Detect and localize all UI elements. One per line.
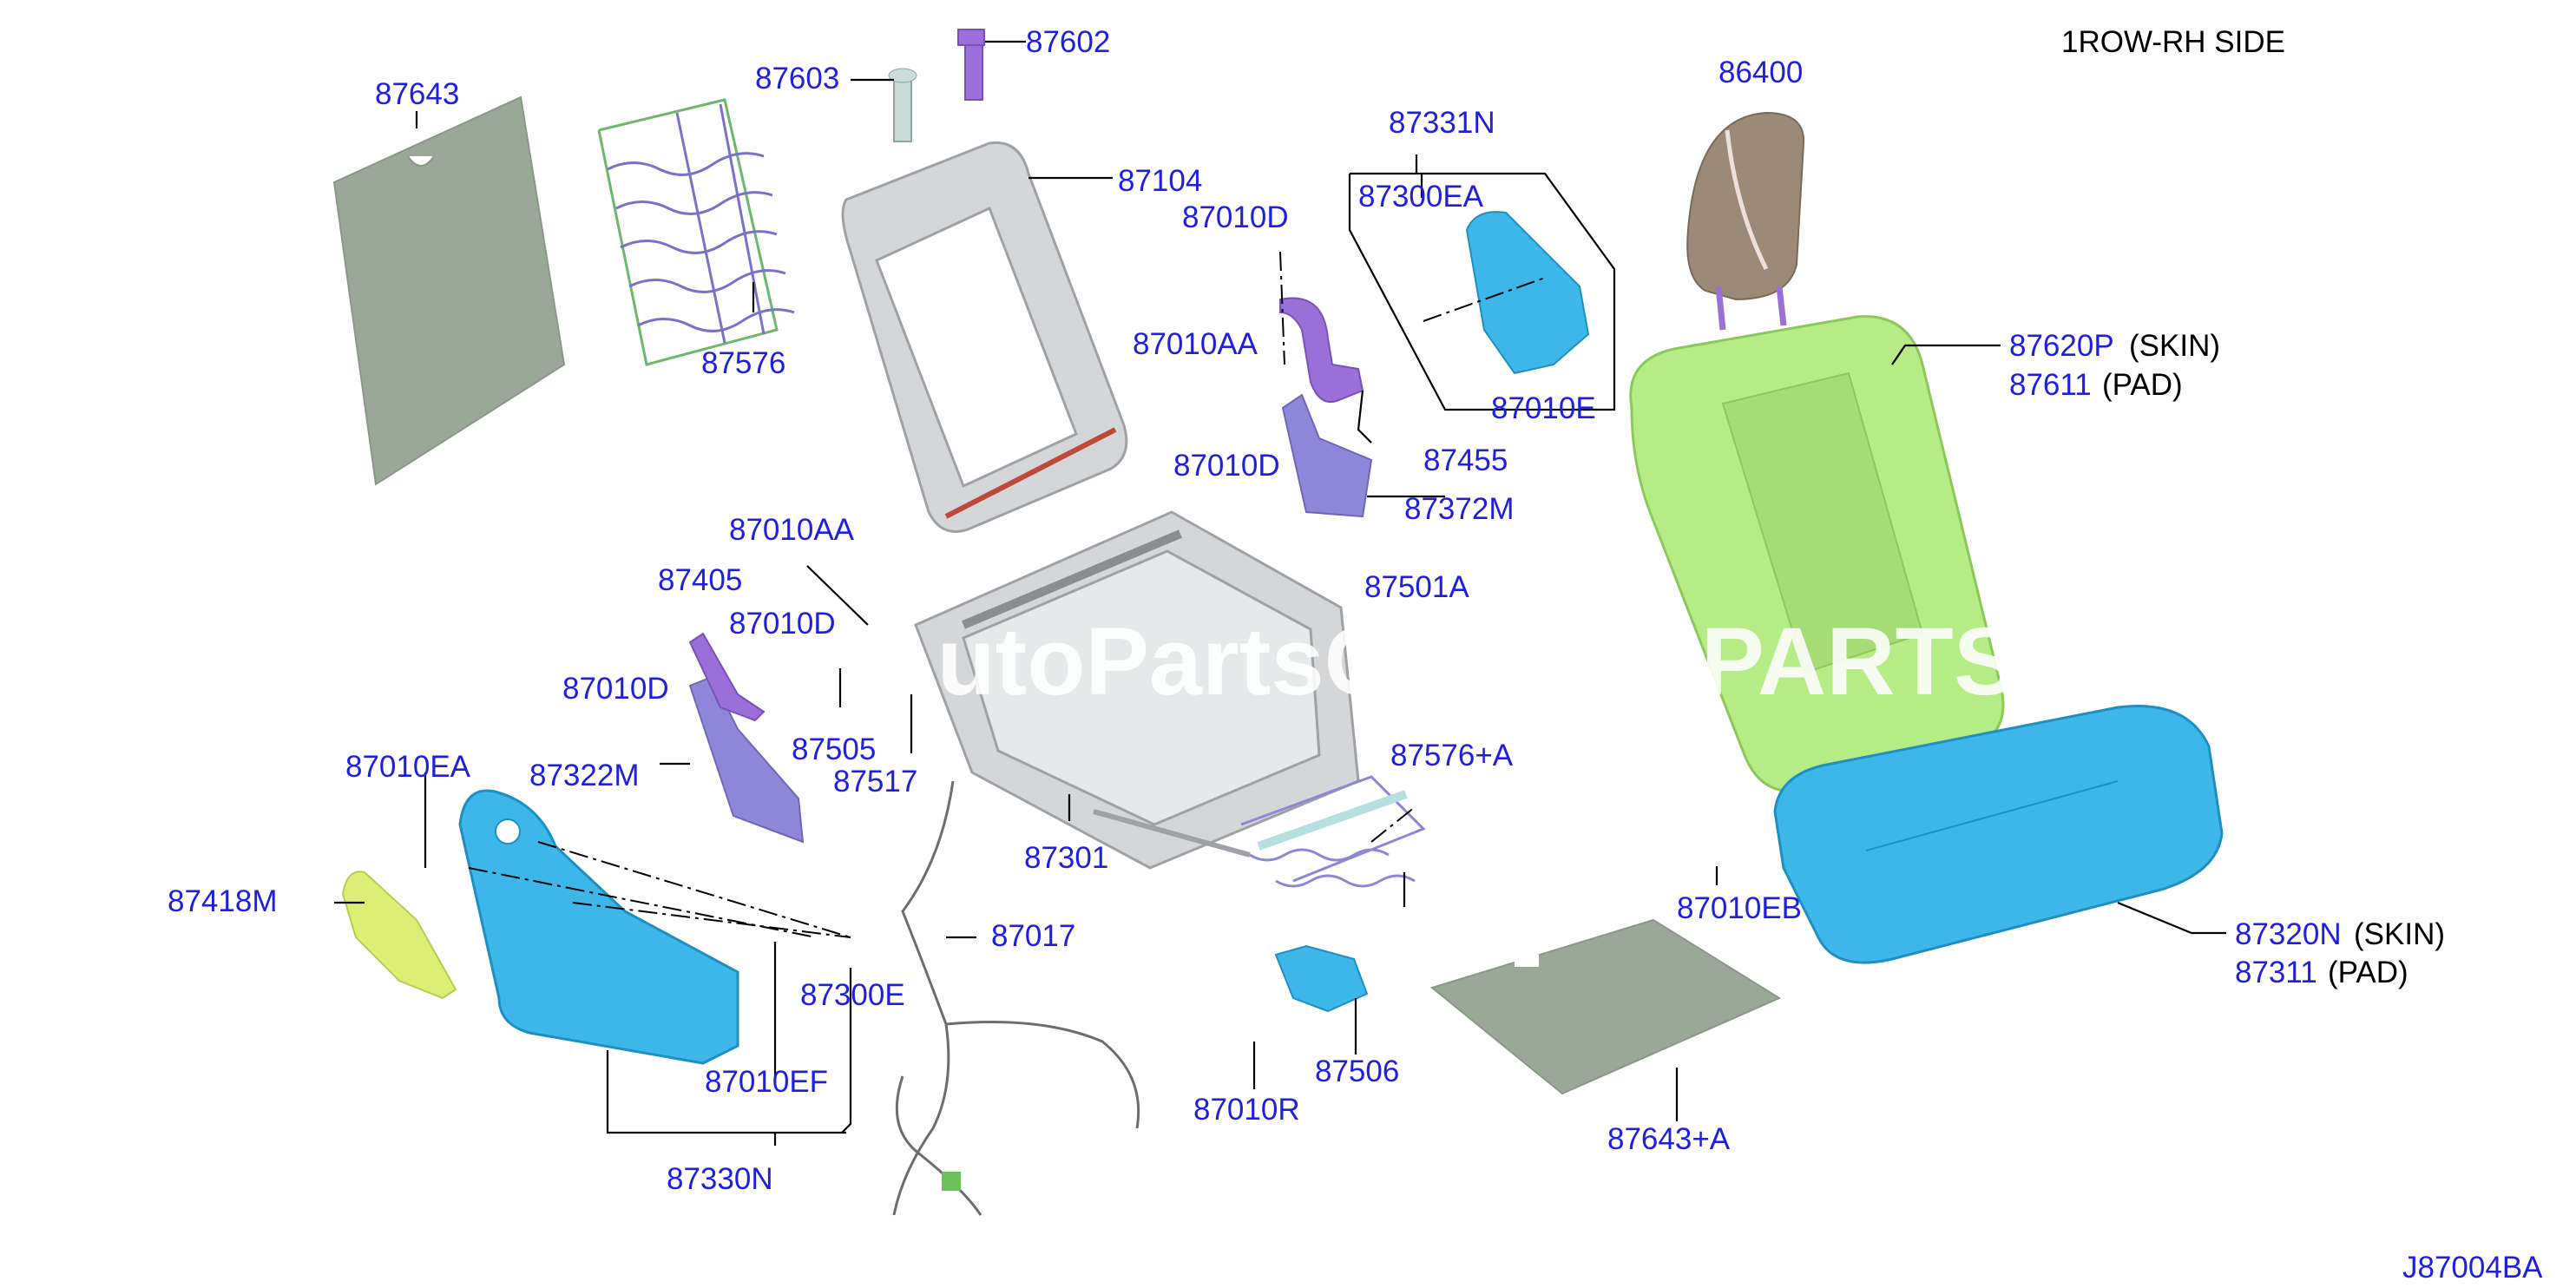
callout-87372M[interactable]: 87372M [1404, 492, 1514, 526]
headrest-guide-87602 [957, 29, 985, 101]
callout-87611-pad[interactable]: 87611 (PAD) [2009, 368, 2183, 402]
callout-87505[interactable]: 87505 [792, 733, 876, 766]
callout-86400[interactable]: 86400 [1718, 56, 1803, 89]
bracket-87455 [1279, 297, 1364, 403]
callout-87311-pad[interactable]: 87311 (PAD) [2235, 956, 2408, 989]
callout-87104[interactable]: 87104 [1118, 164, 1202, 198]
watermark: AutoPartsCatalog PARTS [868, 608, 2017, 715]
callout-87010D-left[interactable]: 87010D [729, 607, 836, 641]
callout-87010E[interactable]: 87010E [1491, 391, 1596, 425]
svg-text:(PAD): (PAD) [2328, 956, 2408, 989]
callout-87643[interactable]: 87643 [375, 77, 459, 111]
seat-cushion-87320N [1773, 704, 2224, 964]
callout-87517[interactable]: 87517 [833, 765, 917, 798]
diagram-code: J87004BA [2402, 1251, 2543, 1285]
callout-87330N[interactable]: 87330N [667, 1162, 773, 1196]
callout-87010EA[interactable]: 87010EA [345, 750, 471, 784]
cover-87300EA [1465, 211, 1590, 375]
group-box-87331N [1348, 172, 1616, 411]
callout-87017[interactable]: 87017 [991, 919, 1075, 953]
callout-87320N-skin[interactable]: 87320N (SKIN) [2235, 917, 2445, 951]
side-label: 1ROW-RH SIDE [2061, 25, 2285, 59]
callout-87602[interactable]: 87602 [1026, 25, 1110, 59]
callout-87010R[interactable]: 87010R [1193, 1093, 1300, 1127]
callout-87010AA-upper[interactable]: 87010AA [1133, 327, 1258, 361]
callout-87501A[interactable]: 87501A [1364, 570, 1469, 604]
callout-87506[interactable]: 87506 [1315, 1055, 1399, 1088]
callout-87603[interactable]: 87603 [755, 62, 839, 95]
headrest-86400 [1686, 111, 1805, 331]
svg-text:(SKIN): (SKIN) [2354, 917, 2445, 951]
leader-lines [334, 40, 2226, 1146]
callout-87322M[interactable]: 87322M [529, 759, 639, 792]
seatback-frame-87104 [841, 141, 1128, 533]
svg-text:87320N: 87320N [2235, 917, 2342, 951]
seatback-cushion-87620P [1629, 315, 2005, 793]
callout-87643A[interactable]: 87643+A [1607, 1122, 1731, 1156]
callout-87576A[interactable]: 87576+A [1390, 739, 1514, 772]
bracket-87405 [688, 632, 766, 722]
callout-87576[interactable]: 87576 [701, 346, 785, 380]
callout-87010D[interactable]: 87010D [1182, 200, 1289, 234]
callout-87455[interactable]: 87455 [1423, 444, 1508, 477]
callout-labels: 87643 87603 87602 87104 87576 87010D 873… [168, 25, 2445, 1196]
wire-harness-87017 [892, 780, 1140, 1216]
callout-87010D-far[interactable]: 87010D [562, 672, 669, 706]
knob-87418M [341, 871, 457, 1000]
headrest-guide-87603 [888, 68, 917, 142]
callout-87010EF[interactable]: 87010EF [705, 1065, 828, 1099]
svg-text:(PAD): (PAD) [2102, 368, 2183, 402]
callout-87620P-skin[interactable]: 87620P (SKIN) [2009, 329, 2220, 363]
callout-87418M[interactable]: 87418M [168, 884, 277, 918]
callout-87010AA-lower[interactable]: 87010AA [729, 513, 855, 547]
callout-87405[interactable]: 87405 [658, 563, 742, 597]
callout-87300EA[interactable]: 87300EA [1358, 180, 1484, 214]
bracket-87506 [1274, 944, 1369, 1013]
back-board-87643 [332, 95, 566, 486]
svg-text:87311: 87311 [2235, 956, 2317, 989]
callout-87010D-mid[interactable]: 87010D [1173, 449, 1280, 483]
seat-board-87643A [1429, 918, 1782, 1095]
svg-text:87611: 87611 [2009, 368, 2092, 402]
svg-text:(SKIN): (SKIN) [2129, 329, 2220, 363]
callout-87331N[interactable]: 87331N [1389, 106, 1495, 140]
seat-cushion-frame-87301 [914, 510, 1360, 870]
side-cover-87330N [458, 789, 739, 1065]
callout-87010EB[interactable]: 87010EB [1677, 891, 1802, 925]
spring-mat-87576 [597, 98, 795, 366]
svg-text:87620P: 87620P [2009, 329, 2114, 363]
callout-87300E[interactable]: 87300E [800, 978, 905, 1012]
panel-87372M [1281, 393, 1373, 518]
callout-87301[interactable]: 87301 [1024, 841, 1108, 875]
springs-87576A [1240, 775, 1426, 888]
